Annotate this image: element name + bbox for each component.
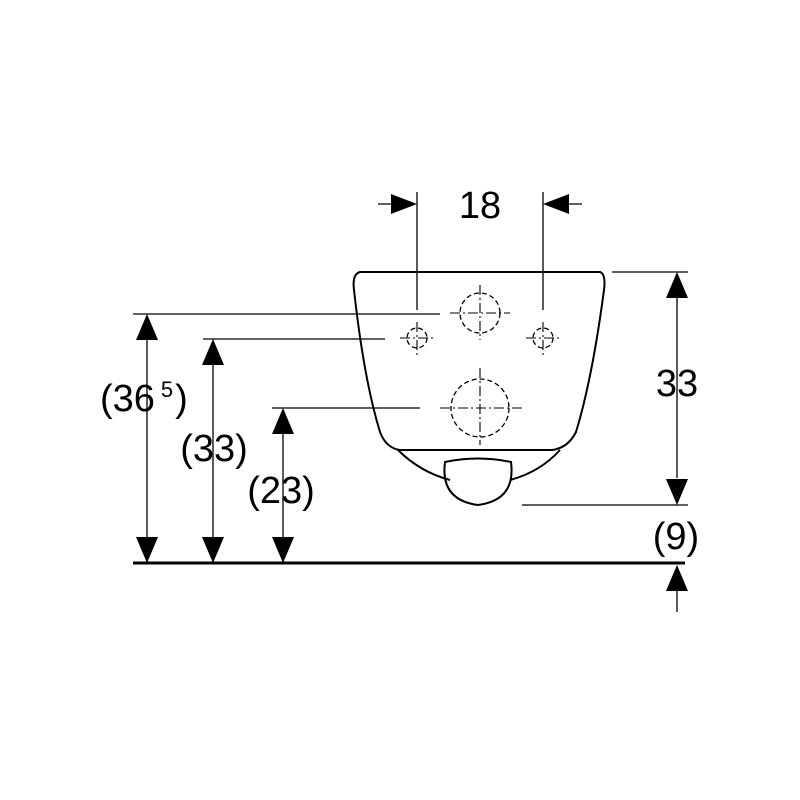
toilet-bowl-outline	[352, 271, 606, 507]
dimension-label-height-left-middle: (33)	[180, 428, 248, 470]
dimension-height-left-middle	[202, 338, 385, 563]
outlet-circle	[440, 368, 522, 445]
dimension-label-spacing: 18	[459, 185, 501, 227]
inlet-circle	[450, 285, 510, 340]
dimension-label-height-left-inner: (23)	[247, 470, 315, 512]
dimension-offset-right	[666, 565, 688, 612]
dimension-label-height-right: 33	[656, 363, 698, 405]
dimension-label-offset-right: (9)	[653, 516, 699, 558]
fixing-hole-right	[526, 322, 560, 355]
dimension-height-right	[522, 271, 688, 506]
dimension-height-left-outer	[133, 313, 440, 563]
fixing-hole-left	[400, 322, 434, 355]
dimension-height-left-inner	[272, 407, 420, 563]
dimension-spacing-top	[378, 192, 582, 310]
